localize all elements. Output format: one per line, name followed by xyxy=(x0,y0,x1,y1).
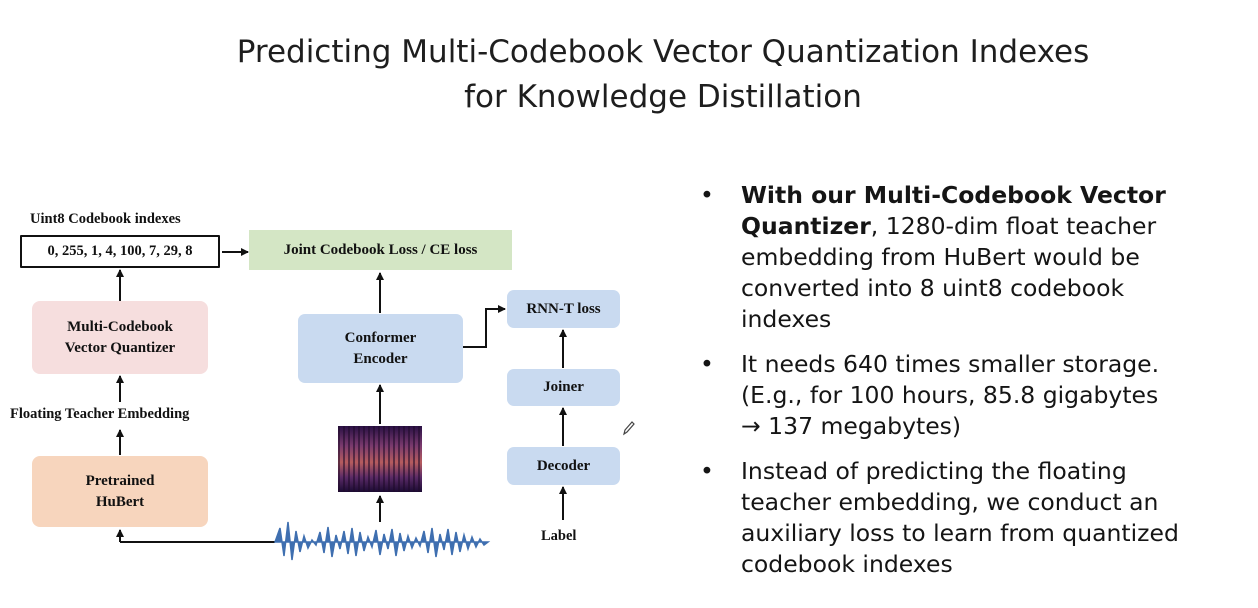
label-text: Label xyxy=(541,528,577,544)
encoder-line-1: Conformer xyxy=(344,329,417,346)
pencil-cursor-icon xyxy=(623,421,635,436)
diagram-arrows xyxy=(116,248,567,561)
bullet-2-line-2: (E.g., for 100 hours, 85.8 gigabytes xyxy=(741,381,1159,409)
conformer-encoder-box: Conformer Encoder xyxy=(298,314,463,383)
bullet-3-line-3: auxiliary loss to learn from quantized xyxy=(741,519,1179,547)
floating-teacher-embedding-label: Floating Teacher Embedding xyxy=(10,406,190,422)
hubert-line-2: HuBert xyxy=(95,493,145,510)
audio-waveform-icon xyxy=(273,521,491,561)
bullet-1-line-4: converted into 8 uint8 codebook xyxy=(741,274,1125,302)
bullet-1-line-5: indexes xyxy=(741,305,832,333)
bullet-list: With our Multi-Codebook Vector Quantizer… xyxy=(700,180,1240,594)
bullet-3-line-1: Instead of predicting the floating xyxy=(741,457,1127,485)
codebook-indexes-box: 0, 255, 1, 4, 100, 7, 29, 8 xyxy=(20,235,220,268)
bullet-1-line-3: embedding from HuBert would be xyxy=(741,243,1140,271)
title-line-1: Predicting Multi-Codebook Vector Quantiz… xyxy=(236,34,1090,70)
title-line-2: for Knowledge Distillation xyxy=(464,79,862,115)
pretrained-hubert-box: Pretrained HuBert xyxy=(32,456,208,527)
slide-title: Predicting Multi-Codebook Vector Quantiz… xyxy=(0,30,1258,120)
bullet-1-line-2: , 1280-dim float teacher xyxy=(870,212,1157,240)
bullet-item-3: Instead of predicting the floating teach… xyxy=(700,456,1240,580)
joint-codebook-loss-box: Joint Codebook Loss / CE loss xyxy=(249,230,512,270)
decoder-box: Decoder xyxy=(507,447,620,485)
encoder-line-2: Encoder xyxy=(353,350,408,367)
spectrogram-image xyxy=(338,426,422,492)
bullet-1-bold: With our Multi-Codebook Vector xyxy=(741,181,1166,209)
bullet-3-line-4: codebook indexes xyxy=(741,550,953,578)
bullet-1-bold-2: Quantizer xyxy=(741,212,871,240)
hubert-line-1: Pretrained xyxy=(85,472,155,489)
bullet-2-line-1: It needs 640 times smaller storage. xyxy=(741,350,1160,378)
bullet-3-line-2: teacher embedding, we conduct an xyxy=(741,488,1159,516)
codebook-indexes-label: Uint8 Codebook indexes xyxy=(30,211,181,227)
quantizer-line-2: Vector Quantizer xyxy=(64,339,176,356)
joiner-box: Joiner xyxy=(507,369,620,406)
multi-codebook-quantizer-box: Multi-Codebook Vector Quantizer xyxy=(32,301,208,374)
arrow-encoder-to-rnnt xyxy=(463,305,506,348)
bullet-item-1: With our Multi-Codebook Vector Quantizer… xyxy=(700,180,1240,335)
bullet-item-2: It needs 640 times smaller storage. (E.g… xyxy=(700,349,1240,442)
bullet-2-line-3: → 137 megabytes) xyxy=(741,412,962,440)
rnnt-loss-box: RNN-T loss xyxy=(507,290,620,328)
quantizer-line-1: Multi-Codebook xyxy=(67,318,173,335)
